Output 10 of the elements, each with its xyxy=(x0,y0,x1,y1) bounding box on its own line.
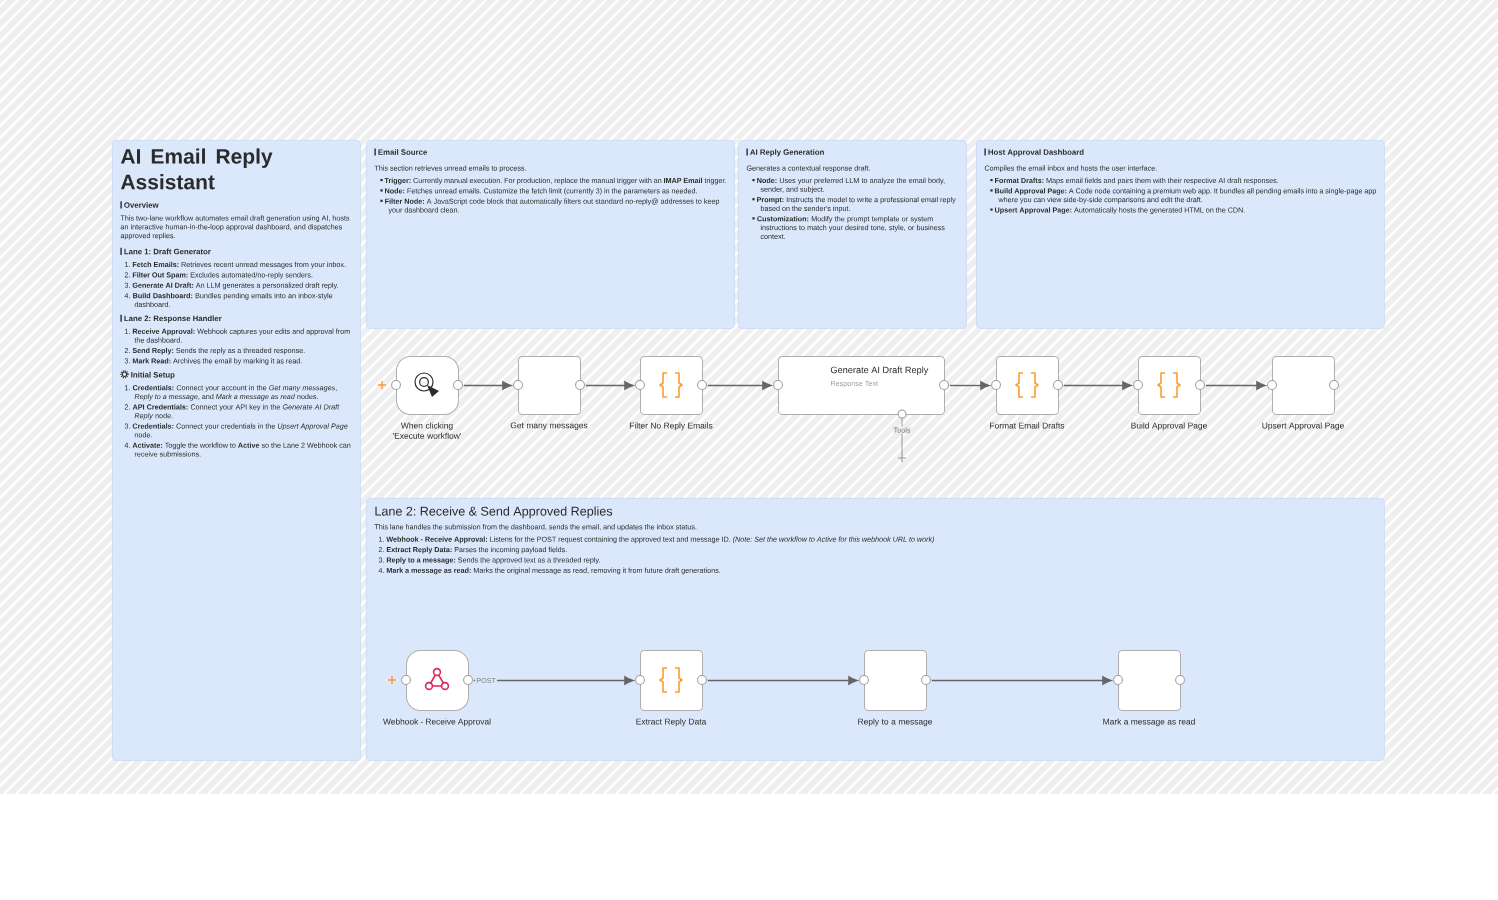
arrow xyxy=(473,676,634,685)
arrow xyxy=(707,381,772,390)
arrow xyxy=(1063,381,1132,390)
arrow xyxy=(931,676,1112,685)
arrow xyxy=(1205,381,1266,390)
arrow xyxy=(585,381,634,390)
arrow xyxy=(949,381,990,390)
arrow xyxy=(463,381,512,390)
arrow xyxy=(707,676,858,685)
title: AI Email Reply Assistant xyxy=(120,148,273,190)
